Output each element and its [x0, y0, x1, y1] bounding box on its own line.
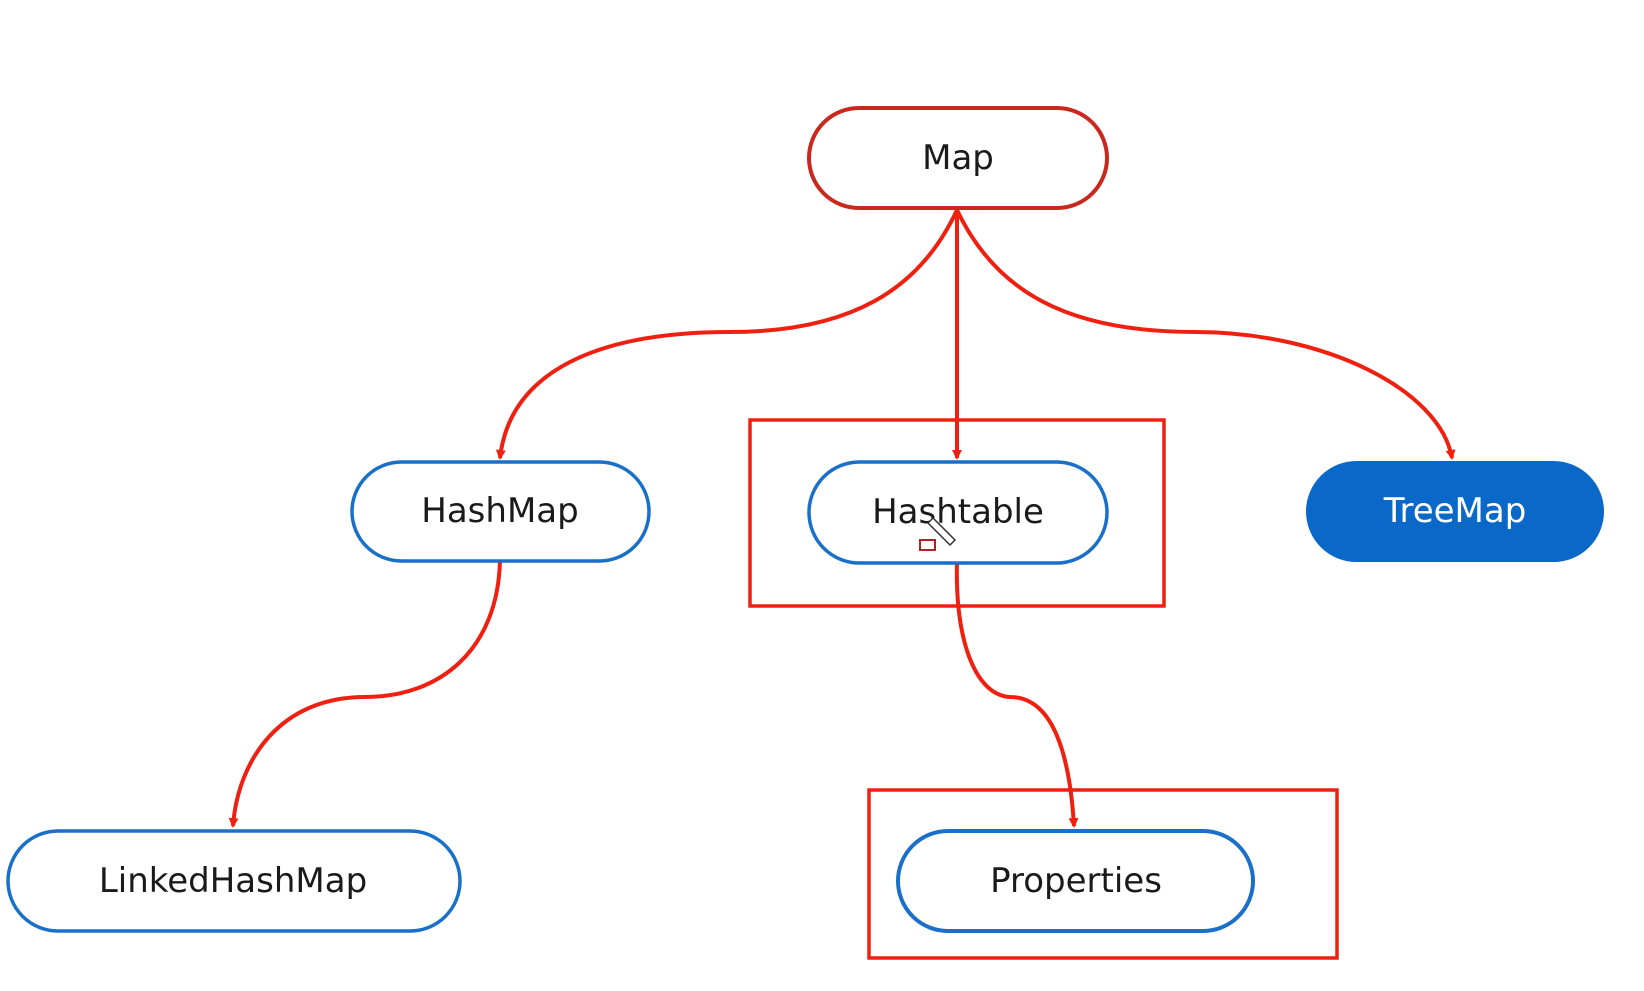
edge-hashtable-to-properties [954, 561, 1079, 828]
hashtable-highlight-box [748, 418, 1166, 608]
node-properties[interactable]: Properties [896, 829, 1255, 933]
edge-hashmap-to-linkedhashmap [228, 559, 502, 828]
node-properties-label: Properties [990, 861, 1162, 901]
edge-map-to-hashmap [495, 209, 959, 460]
node-map[interactable]: Map [807, 106, 1109, 210]
node-hashmap-label: HashMap [421, 491, 578, 531]
node-linkedhashmap-label: LinkedHashMap [99, 861, 367, 901]
edge-map-to-treemap [955, 209, 1456, 460]
node-hashmap[interactable]: HashMap [350, 460, 651, 563]
properties-highlight-box [867, 788, 1339, 960]
node-hashtable-label: Hashtable [872, 492, 1044, 532]
node-linkedhashmap[interactable]: LinkedHashMap [6, 829, 462, 933]
pen-cursor-icon [919, 516, 957, 551]
node-treemap[interactable]: TreeMap [1306, 461, 1604, 562]
node-hashtable[interactable]: Hashtable [807, 460, 1109, 565]
node-map-label: Map [922, 138, 994, 178]
node-treemap-label: TreeMap [1383, 491, 1527, 531]
